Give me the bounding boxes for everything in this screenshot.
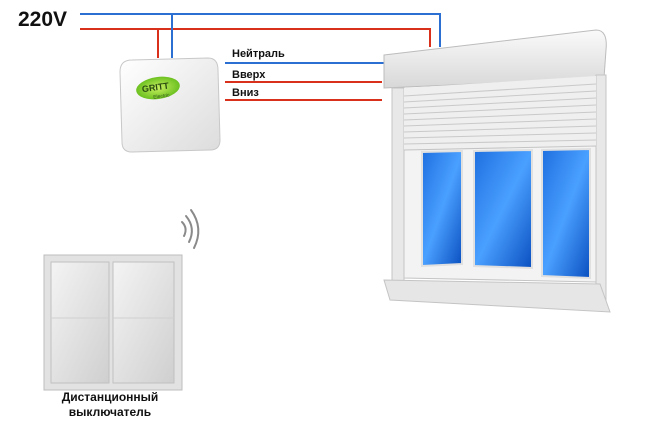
supply-wires	[80, 13, 441, 58]
shutter-slats	[403, 76, 597, 150]
glass-pane-left	[421, 149, 463, 268]
glass-pane-right	[541, 147, 591, 280]
controller-brand: GRITT	[141, 80, 170, 94]
controller-sub: Electric	[153, 92, 171, 100]
supply-voltage-label: 220V	[18, 8, 68, 31]
wireless-signal-icon	[181, 209, 200, 249]
down-wire-label: Вниз	[232, 87, 259, 99]
output-wires	[225, 62, 385, 101]
phase-supply-wire	[80, 28, 431, 47]
remote-switch-caption: Дистанционный выключатель	[30, 390, 190, 420]
glass-pane-middle	[473, 148, 533, 270]
roller-shutter-window-icon	[383, 29, 611, 313]
window-sill	[383, 279, 611, 313]
controller-box-icon: GRITT Electric	[119, 57, 221, 153]
controller-logo	[136, 76, 180, 100]
up-wire-label: Вверх	[232, 69, 266, 81]
wall-switch-icon	[43, 254, 183, 391]
remote-switch-caption-line1: Дистанционный	[61, 390, 159, 404]
remote-switch-caption-line2: выключатель	[68, 405, 152, 419]
neutral-wire-label: Нейтраль	[232, 48, 285, 60]
neutral-supply-wire	[80, 13, 441, 47]
